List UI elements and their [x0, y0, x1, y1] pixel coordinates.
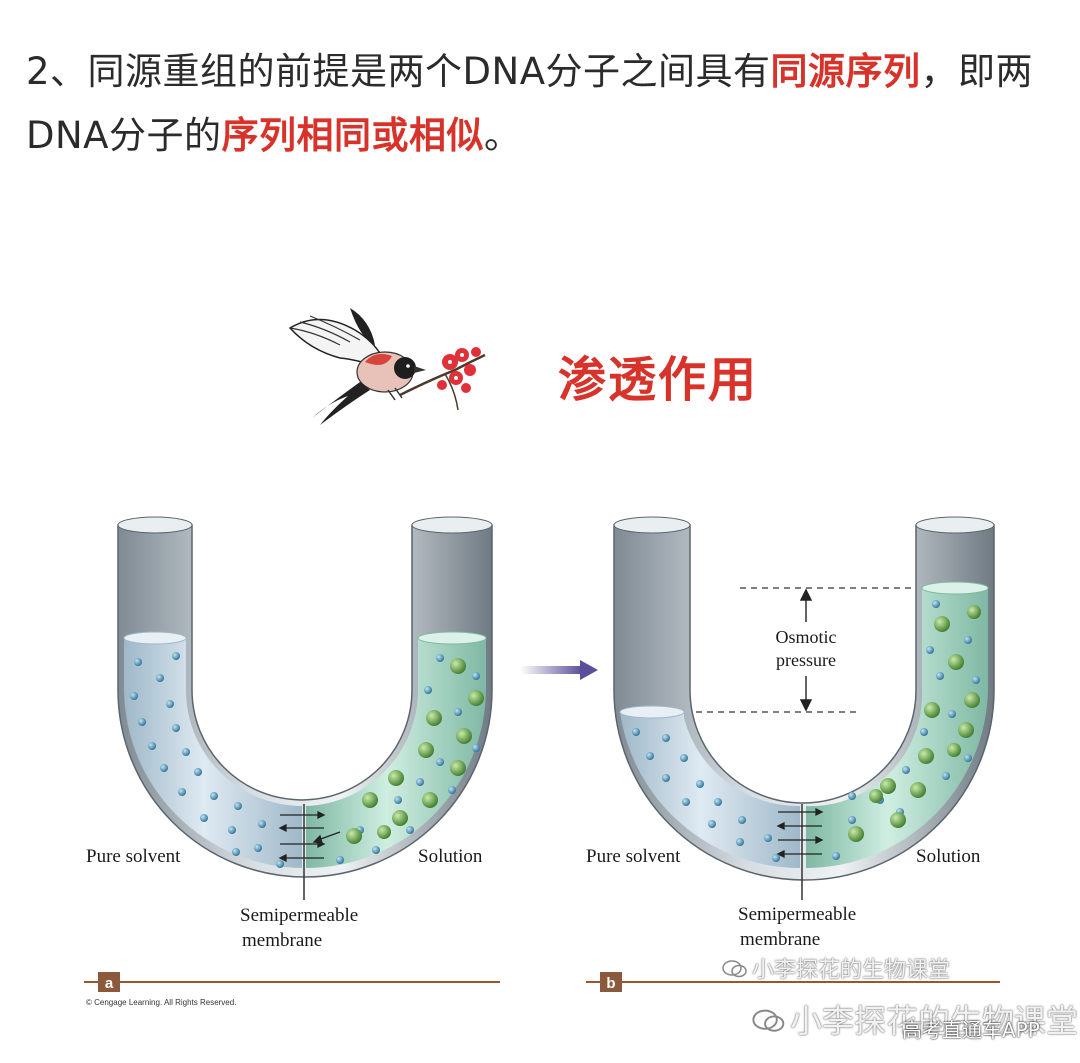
watermark-small-text: 小李探花的生物课堂: [752, 958, 951, 983]
panel-b-letter: b: [606, 975, 615, 992]
panel-b: Osmotic pressure: [586, 516, 1000, 992]
osmosis-figure: Pure solvent Solution Semipermeable memb…: [84, 516, 1000, 992]
panel-a: Pure solvent Solution Semipermeable memb…: [84, 516, 500, 992]
copyright-notice: © Cengage Learning. All Rights Reserved.: [86, 998, 237, 1007]
intro-text-3: 。: [483, 114, 522, 157]
intro-paragraph: 2、同源重组的前提是两个DNA分子之间具有同源序列，即两DNA分子的序列相同或相…: [26, 40, 1056, 168]
intro-text-2: ，即两DNA分子的: [26, 50, 1034, 157]
panel-a-membrane-label-2: membrane: [242, 930, 322, 951]
panel-a-left-label: Pure solvent: [86, 846, 181, 867]
intro-highlight-2: 序列相同或相似: [221, 114, 484, 157]
bird-illustration: [288, 308, 486, 425]
osmotic-pressure-label-1: Osmotic: [776, 627, 837, 647]
panel-b-left-label: Pure solvent: [586, 846, 681, 867]
panel-b-membrane-label-2: membrane: [740, 929, 820, 950]
panel-a-letter: a: [105, 975, 114, 992]
panel-a-membrane-label-1: Semipermeable: [240, 905, 358, 926]
watermark-app: 高考直通车APP: [902, 1018, 1040, 1042]
transition-arrow: [520, 660, 598, 680]
section-title: 渗透作用: [558, 352, 759, 408]
intro-highlight-1: 同源序列: [770, 50, 921, 93]
wechat-icon: [722, 960, 747, 978]
watermark-large-text: 小李探花的生物课堂: [790, 1002, 1079, 1040]
watermark-large: 小李探花的生物课堂: [752, 996, 1078, 1042]
wechat-icon: [752, 1009, 785, 1032]
panel-b-membrane-label-1: Semipermeable: [738, 904, 856, 925]
watermark-small: 小李探花的生物课堂: [722, 952, 950, 984]
intro-text-1: 2、同源重组的前提是两个DNA分子之间具有: [26, 50, 771, 93]
panel-a-right-label: Solution: [418, 846, 483, 867]
osmotic-pressure-label-2: pressure: [776, 650, 836, 670]
panel-b-right-label: Solution: [916, 846, 981, 867]
